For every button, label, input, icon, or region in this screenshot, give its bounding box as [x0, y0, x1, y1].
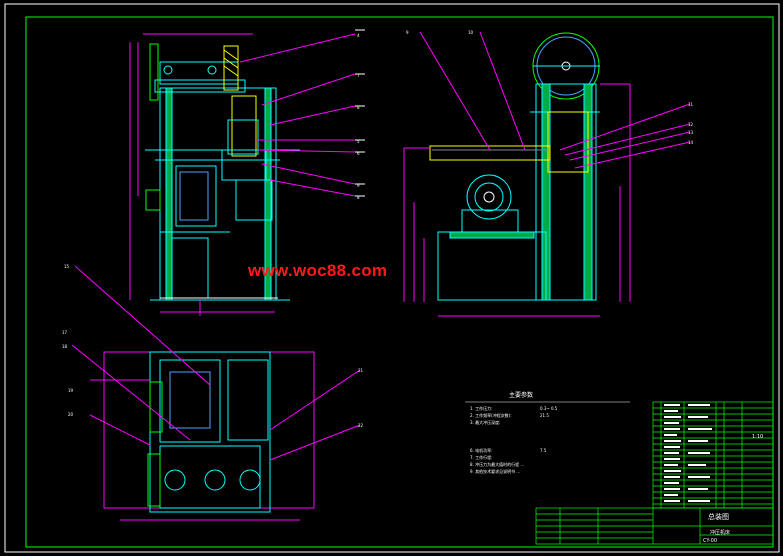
parts-list-cell-fills: [664, 404, 712, 502]
note-line: 1. 工作压力:: [470, 406, 493, 411]
side-view: [403, 31, 691, 317]
svg-text:17: 17: [62, 330, 68, 335]
svg-text:5: 5: [357, 139, 360, 144]
technical-notes-title: 主要参数: [509, 392, 534, 399]
svg-text:19: 19: [68, 388, 74, 393]
note-line: 3. 最大冲压深度:: [470, 420, 501, 425]
svg-text:8: 8: [357, 105, 360, 110]
drawing-border-outer: [4, 3, 780, 553]
note-value: 0.3~ 0.5: [540, 406, 558, 411]
balloon-numbers: 4 7 8 5 6 9 8 9 10 11 12 13 14 15 17 18 …: [62, 30, 694, 428]
title-block: [535, 507, 774, 545]
top-view: [71, 265, 361, 521]
note-value: 7.5: [540, 448, 547, 453]
svg-text:22: 22: [358, 423, 364, 428]
drawing-scale: 1:10: [752, 434, 764, 440]
note-line: 8. 冲压力为最大值时的行程 …: [470, 462, 525, 467]
watermark: www.woc88.com: [248, 261, 388, 280]
note-line: 7. 工作行程:: [470, 455, 493, 460]
svg-text:18: 18: [62, 344, 68, 349]
svg-text:9: 9: [406, 30, 409, 35]
svg-text:21: 21: [358, 368, 364, 373]
note-line: 9. 其他技术要求见说明书 …: [470, 469, 521, 474]
svg-text:11: 11: [688, 102, 694, 107]
svg-text:8: 8: [357, 195, 360, 200]
drawing-code: CY-00: [703, 538, 718, 544]
svg-text:12: 12: [688, 122, 694, 127]
svg-text:7: 7: [357, 73, 360, 78]
note-line: 2. 工作频率(冲程次数):: [470, 413, 512, 418]
svg-text:4: 4: [357, 33, 360, 38]
front-view: [129, 29, 365, 316]
svg-text:20: 20: [68, 412, 74, 417]
svg-text:10: 10: [468, 30, 474, 35]
svg-text:14: 14: [688, 140, 694, 145]
svg-text:15: 15: [64, 264, 70, 269]
note-line: 6. 电机功率:: [470, 448, 493, 453]
drawing-border-inner: [25, 16, 774, 548]
svg-text:13: 13: [688, 130, 694, 135]
svg-text:6: 6: [357, 151, 360, 156]
svg-text:9: 9: [357, 183, 360, 188]
parts-list: [652, 401, 774, 509]
drawing-subtitle: 冲压机床: [710, 530, 731, 536]
drawing-title: 总装图: [708, 513, 729, 521]
note-value: 21.5: [540, 413, 549, 418]
